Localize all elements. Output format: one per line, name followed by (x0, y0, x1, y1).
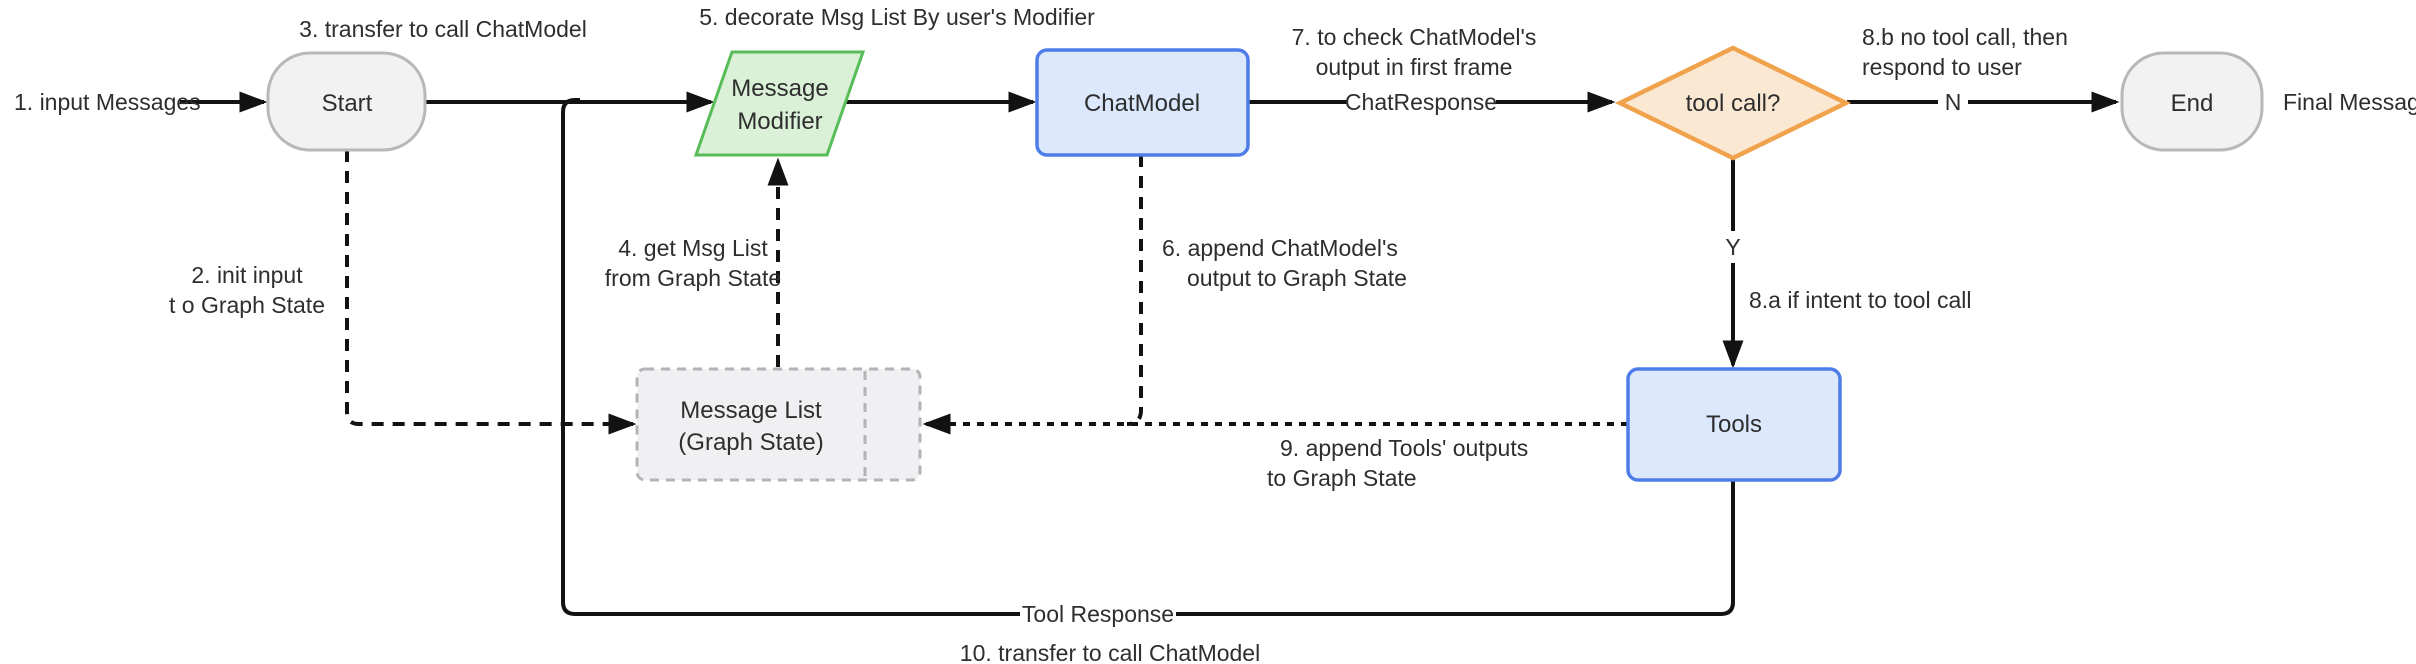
label-n: N (1945, 89, 1962, 115)
node-chatmodel-label: ChatModel (1084, 90, 1200, 117)
label-transfer-call-2: 10. transfer to call ChatModel (960, 640, 1260, 664)
label-chatresponse: ChatResponse (1345, 89, 1497, 115)
label-append-chatmodel-line2: output to Graph State (1187, 265, 1407, 291)
label-tool-response-bg (1020, 598, 1176, 630)
edge-tools-loop-to-modifier (561, 98, 1735, 616)
node-chatmodel (1035, 48, 1250, 157)
label-tool-response: Tool Response (1022, 601, 1174, 627)
label-append-chatmodel-line1: 6. append ChatModel's (1162, 235, 1398, 261)
label-final-message: Final Message (2283, 89, 2416, 115)
node-start-label: Start (322, 90, 373, 117)
label-chatresponse-bg (1348, 86, 1496, 118)
label-n-bg (1938, 86, 1968, 118)
label-if-intent-tool-call: 8.a if intent to tool call (1749, 287, 1971, 313)
node-end-label: End (2171, 90, 2214, 117)
node-tools-label: Tools (1706, 411, 1762, 438)
node-message-modifier-label-line1: Message (731, 75, 828, 102)
label-get-msg-line2: from Graph State (605, 265, 781, 291)
label-y-bg (1719, 231, 1749, 263)
node-message-list-label-line1: Message List (680, 397, 822, 424)
label-no-tool-call-line2: respond to user (1862, 54, 2022, 80)
label-check-line2: output in first frame (1316, 54, 1513, 80)
label-append-tools-line2: to Graph State (1267, 465, 1417, 491)
label-transfer-call: 3. transfer to call ChatModel (299, 16, 587, 42)
label-decorate: 5. decorate Msg List By user's Modifier (699, 4, 1095, 30)
node-message-modifier (693, 50, 866, 157)
label-y: Y (1725, 234, 1740, 260)
label-init-input-line2: t o Graph State (169, 292, 325, 318)
label-check-line1: 7. to check ChatModel's (1292, 24, 1537, 50)
label-get-msg-line1: 4. get Msg List (618, 235, 768, 261)
edge-chatmodel-to-state-dashed (1126, 155, 1143, 426)
node-end (2120, 51, 2264, 152)
label-no-tool-call-line1: 8.b no tool call, then (1862, 24, 2068, 50)
node-message-list-label-line2: (Graph State) (678, 429, 823, 456)
node-start (266, 51, 427, 152)
label-append-tools-line1: 9. append Tools' outputs (1280, 435, 1528, 461)
node-tool-call-label: tool call? (1686, 90, 1781, 117)
node-tools (1626, 367, 1842, 482)
node-tool-call-diamond (1614, 45, 1852, 161)
node-message-list (635, 367, 922, 482)
node-message-modifier-label-line2: Modifier (737, 108, 822, 135)
label-input-messages: 1. input Messages (14, 89, 201, 115)
edge-start-to-state-dashed (345, 150, 637, 435)
label-init-input-line1: 2. init input (191, 262, 303, 288)
